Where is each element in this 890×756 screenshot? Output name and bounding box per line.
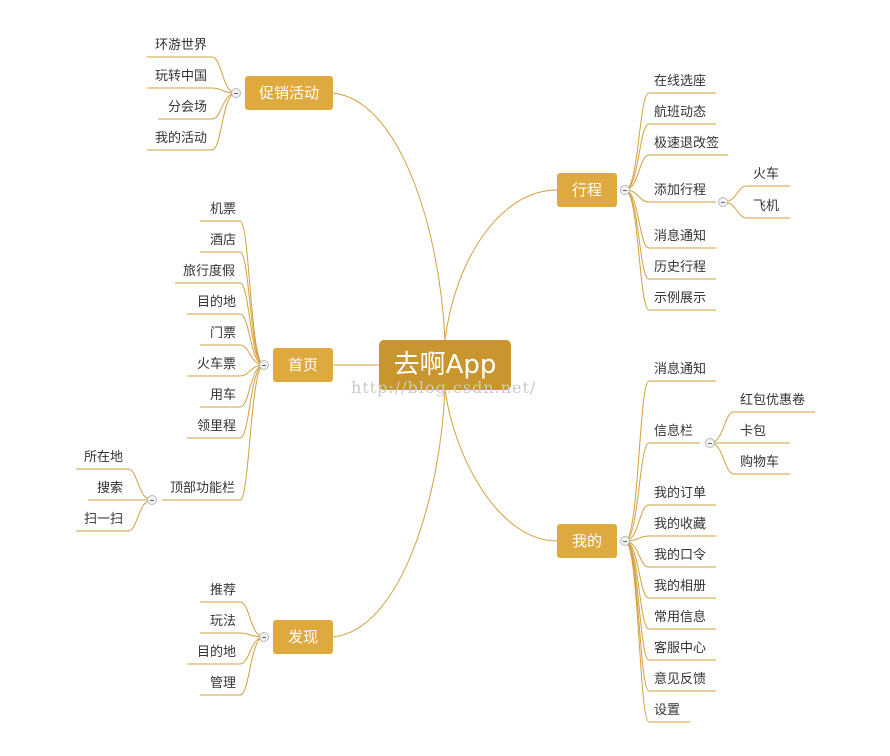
collapse-icon[interactable] <box>620 536 630 546</box>
leaf-mine[interactable]: 信息栏 <box>654 424 694 439</box>
leaf-discover[interactable]: 玩法 <box>210 614 237 629</box>
connector-line <box>211 56 237 94</box>
leaf-mine[interactable]: 我的收藏 <box>654 517 707 532</box>
connector-line <box>239 636 265 696</box>
leaf-home[interactable]: 旅行度假 <box>183 264 236 279</box>
leaf-topbar-item[interactable]: 搜索 <box>97 481 124 496</box>
connector-line <box>624 189 650 311</box>
leaf-mine[interactable]: 我的订单 <box>654 486 707 501</box>
branch-trip[interactable]: 行程 <box>557 173 617 207</box>
leaf-promo[interactable]: 分会场 <box>168 100 208 115</box>
connector-line <box>239 220 265 366</box>
leaf-mine[interactable]: 意见反馈 <box>654 672 707 687</box>
connector-line <box>127 499 153 532</box>
leaf-mine[interactable]: 常用信息 <box>654 610 707 625</box>
leaf-discover[interactable]: 推荐 <box>210 583 237 598</box>
connector-line <box>239 364 265 501</box>
collapse-icon[interactable] <box>259 360 269 370</box>
leaf-addtrip[interactable]: 飞机 <box>753 199 780 214</box>
connector-line <box>624 540 650 723</box>
collapse-icon[interactable] <box>231 88 241 98</box>
leaf-trip[interactable]: 在线选座 <box>654 74 707 89</box>
connector-line <box>211 92 237 151</box>
leaf-home[interactable]: 机票 <box>210 202 237 217</box>
leaf-trip[interactable]: 航班动态 <box>654 105 707 120</box>
leaf-mine[interactable]: 我的相册 <box>654 579 707 594</box>
collapse-icon[interactable] <box>718 197 728 207</box>
leaf-trip[interactable]: 消息通知 <box>654 229 707 244</box>
collapse-icon[interactable] <box>705 438 715 448</box>
leaf-trip[interactable]: 添加行程 <box>654 183 707 198</box>
connector-line <box>624 154 650 191</box>
collapse-icon[interactable] <box>259 632 269 642</box>
leaf-home[interactable]: 目的地 <box>197 295 237 310</box>
leaf-topbar[interactable]: 顶部功能栏 <box>170 481 236 496</box>
branch-promo[interactable]: 促销活动 <box>245 76 333 110</box>
leaf-mine[interactable]: 客服中心 <box>654 641 707 656</box>
connector-line <box>624 504 650 542</box>
leaf-trip[interactable]: 历史行程 <box>654 260 707 275</box>
leaf-home[interactable]: 门票 <box>210 326 237 341</box>
connector-line <box>239 364 265 408</box>
leaf-trip[interactable]: 极速退改签 <box>654 136 720 151</box>
leaf-topbar-item[interactable]: 扫一扫 <box>84 512 124 527</box>
connector-line <box>709 442 735 475</box>
leaf-promo[interactable]: 我的活动 <box>155 131 208 146</box>
branch-home[interactable]: 首页 <box>273 348 333 382</box>
leaf-infobar[interactable]: 卡包 <box>740 424 767 439</box>
collapse-icon[interactable] <box>620 185 630 195</box>
branch-discover[interactable]: 发现 <box>273 620 333 654</box>
leaf-mine[interactable]: 我的口令 <box>654 548 707 563</box>
leaf-infobar[interactable]: 购物车 <box>740 455 780 470</box>
connector-line <box>444 189 558 341</box>
connector-line <box>332 92 446 341</box>
central-node[interactable]: 去啊App <box>379 340 511 390</box>
leaf-promo[interactable]: 玩转中国 <box>155 69 208 84</box>
connector-line <box>332 389 446 638</box>
leaf-promo[interactable]: 环游世界 <box>155 38 208 53</box>
watermark: http://blog.csdn.net/ <box>351 378 537 397</box>
connector-line <box>239 364 265 439</box>
leaf-topbar-item[interactable]: 所在地 <box>84 450 124 465</box>
leaf-mine[interactable]: 设置 <box>654 703 681 718</box>
collapse-icon[interactable] <box>147 495 157 505</box>
connector-line <box>709 411 735 444</box>
connector-line <box>624 380 650 542</box>
leaf-home[interactable]: 用车 <box>210 388 237 403</box>
leaf-discover[interactable]: 目的地 <box>197 645 237 660</box>
leaf-home[interactable]: 酒店 <box>210 233 237 248</box>
leaf-mine[interactable]: 消息通知 <box>654 362 707 377</box>
branch-mine[interactable]: 我的 <box>557 524 617 558</box>
leaf-home[interactable]: 领里程 <box>197 419 237 434</box>
leaf-infobar[interactable]: 红包优惠卷 <box>740 393 806 408</box>
leaf-discover[interactable]: 管理 <box>210 676 237 691</box>
leaf-addtrip[interactable]: 火车 <box>753 167 780 182</box>
leaf-trip[interactable]: 示例展示 <box>654 291 707 306</box>
connector-line <box>444 389 558 542</box>
leaf-home[interactable]: 火车票 <box>197 357 237 372</box>
